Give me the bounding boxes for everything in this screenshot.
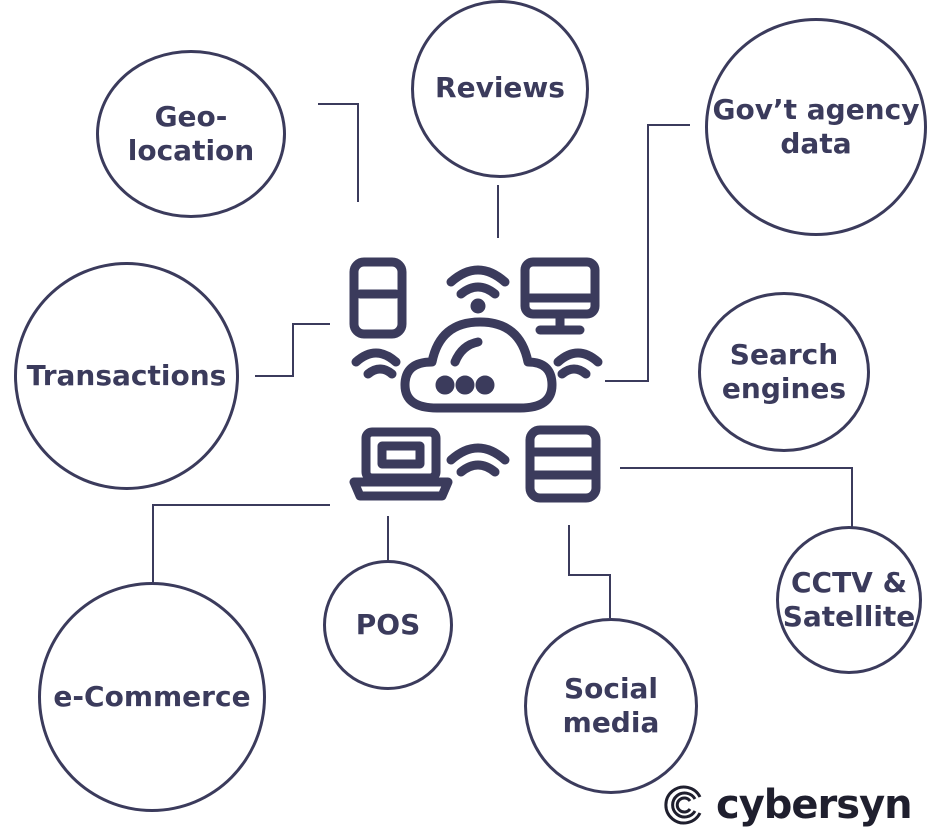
connector-govt — [605, 124, 690, 382]
connector-ecommerce — [152, 504, 330, 588]
node-transactions-label: Transactions — [26, 359, 227, 393]
connector-cctv — [620, 467, 853, 527]
wifi-icon — [351, 348, 401, 379]
brand-mark-icon — [664, 785, 702, 825]
brand-logo: cybersyn — [662, 782, 913, 828]
node-transactions: Transactions — [14, 262, 239, 490]
node-social-media: Social media — [524, 618, 698, 794]
node-reviews: Reviews — [411, 0, 589, 178]
wifi-icon — [446, 265, 510, 314]
connector-geolocation — [318, 103, 359, 202]
brand-logo-text: cybersyn — [716, 782, 913, 828]
node-search-engines-label: Search engines — [721, 338, 847, 405]
node-govt-agency-data: Gov’t agency data — [705, 18, 927, 236]
node-reviews-label: Reviews — [435, 71, 565, 105]
node-geolocation: Geo- location — [96, 50, 286, 218]
node-pos: POS — [323, 560, 453, 690]
node-cctv-satellite-label: CCTV & Satellite — [782, 566, 916, 633]
database-server-icon — [525, 425, 601, 503]
desktop-monitor-icon — [520, 257, 600, 335]
node-pos-label: POS — [355, 608, 421, 642]
node-ecommerce-label: e-Commerce — [53, 680, 251, 714]
wifi-icon — [553, 348, 603, 379]
laptop-icon — [349, 427, 453, 501]
node-search-engines: Search engines — [698, 292, 870, 452]
node-ecommerce: e-Commerce — [38, 582, 266, 812]
node-geolocation-label: Geo- location — [127, 100, 255, 167]
node-cctv-satellite: CCTV & Satellite — [776, 526, 922, 674]
smartphone-icon — [349, 257, 407, 339]
node-govt-agency-data-label: Gov’t agency data — [712, 93, 920, 160]
wifi-icon — [446, 443, 510, 477]
connector-social — [568, 525, 611, 618]
node-social-media-label: Social media — [562, 672, 660, 739]
cloud-icon — [400, 317, 557, 413]
connector-transactions — [255, 323, 330, 377]
